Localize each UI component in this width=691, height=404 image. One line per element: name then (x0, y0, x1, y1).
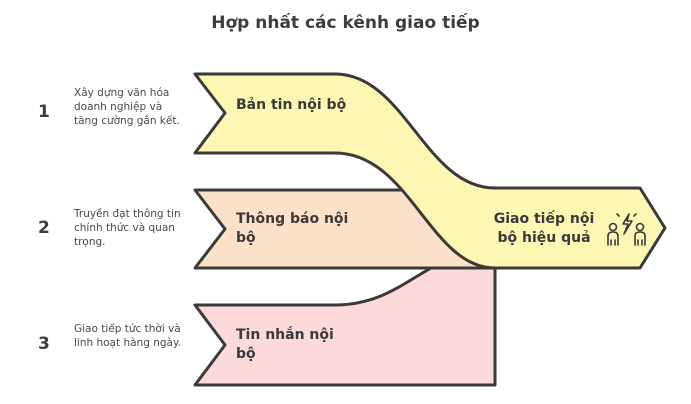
band-tin-nhan (193, 248, 497, 387)
step-number-2: 2 (38, 218, 50, 238)
result-label: Giao tiếp nội bộ hiệu quả (493, 211, 595, 246)
step-description-1: Xây dựng văn hóa doanh nghiệp và tăng cư… (74, 87, 180, 127)
step-number-3: 3 (38, 334, 50, 354)
people-communicating-icon (607, 213, 646, 246)
band-label-tin-nhan: Tin nhắn nội bộ (236, 327, 334, 362)
diagram-title: Hợp nhất các kênh giao tiếp (211, 13, 480, 33)
step-description-3: Giao tiếp tức thời và linh hoạt hàng ngà… (74, 323, 182, 349)
band-ban-tin (193, 72, 667, 270)
band-label-ban-tin: Bản tin nội bộ (236, 97, 347, 113)
band-label-thong-bao: Thông báo nội bộ (236, 211, 349, 246)
step-description-2: Truyền đạt thông tin chính thức và quan … (74, 208, 181, 248)
step-number-1: 1 (38, 102, 50, 122)
